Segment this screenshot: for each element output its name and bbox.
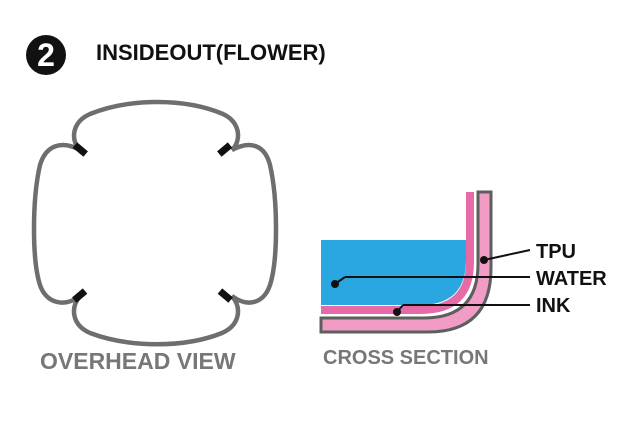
label-ink: INK (536, 295, 571, 317)
ink-layer (321, 192, 474, 314)
diagram-title: INSIDEOUT(FLOWER) (96, 40, 326, 65)
clip-bottom-right (217, 288, 233, 303)
tpu-leader (483, 249, 531, 261)
tpu-layer-outline (319, 190, 493, 334)
ink-dot (393, 308, 401, 316)
label-water: WATER (536, 268, 607, 290)
water-dot (331, 280, 339, 288)
clip-top-right (217, 142, 233, 157)
overhead-view-caption: OVERHEAD VIEW (40, 348, 236, 374)
label-tpu: TPU (536, 241, 576, 263)
clip-top-left (72, 142, 88, 157)
overhead-view-shape (31, 99, 279, 347)
cross-section-shape: TPU WATER INK (319, 190, 607, 334)
tpu-dot (480, 256, 488, 264)
step-number-badge: 2 (26, 35, 66, 75)
overhead-outline (31, 99, 279, 347)
clip-bottom-left (72, 288, 88, 303)
water-layer (321, 240, 466, 305)
cross-section-caption: CROSS SECTION (323, 347, 489, 369)
